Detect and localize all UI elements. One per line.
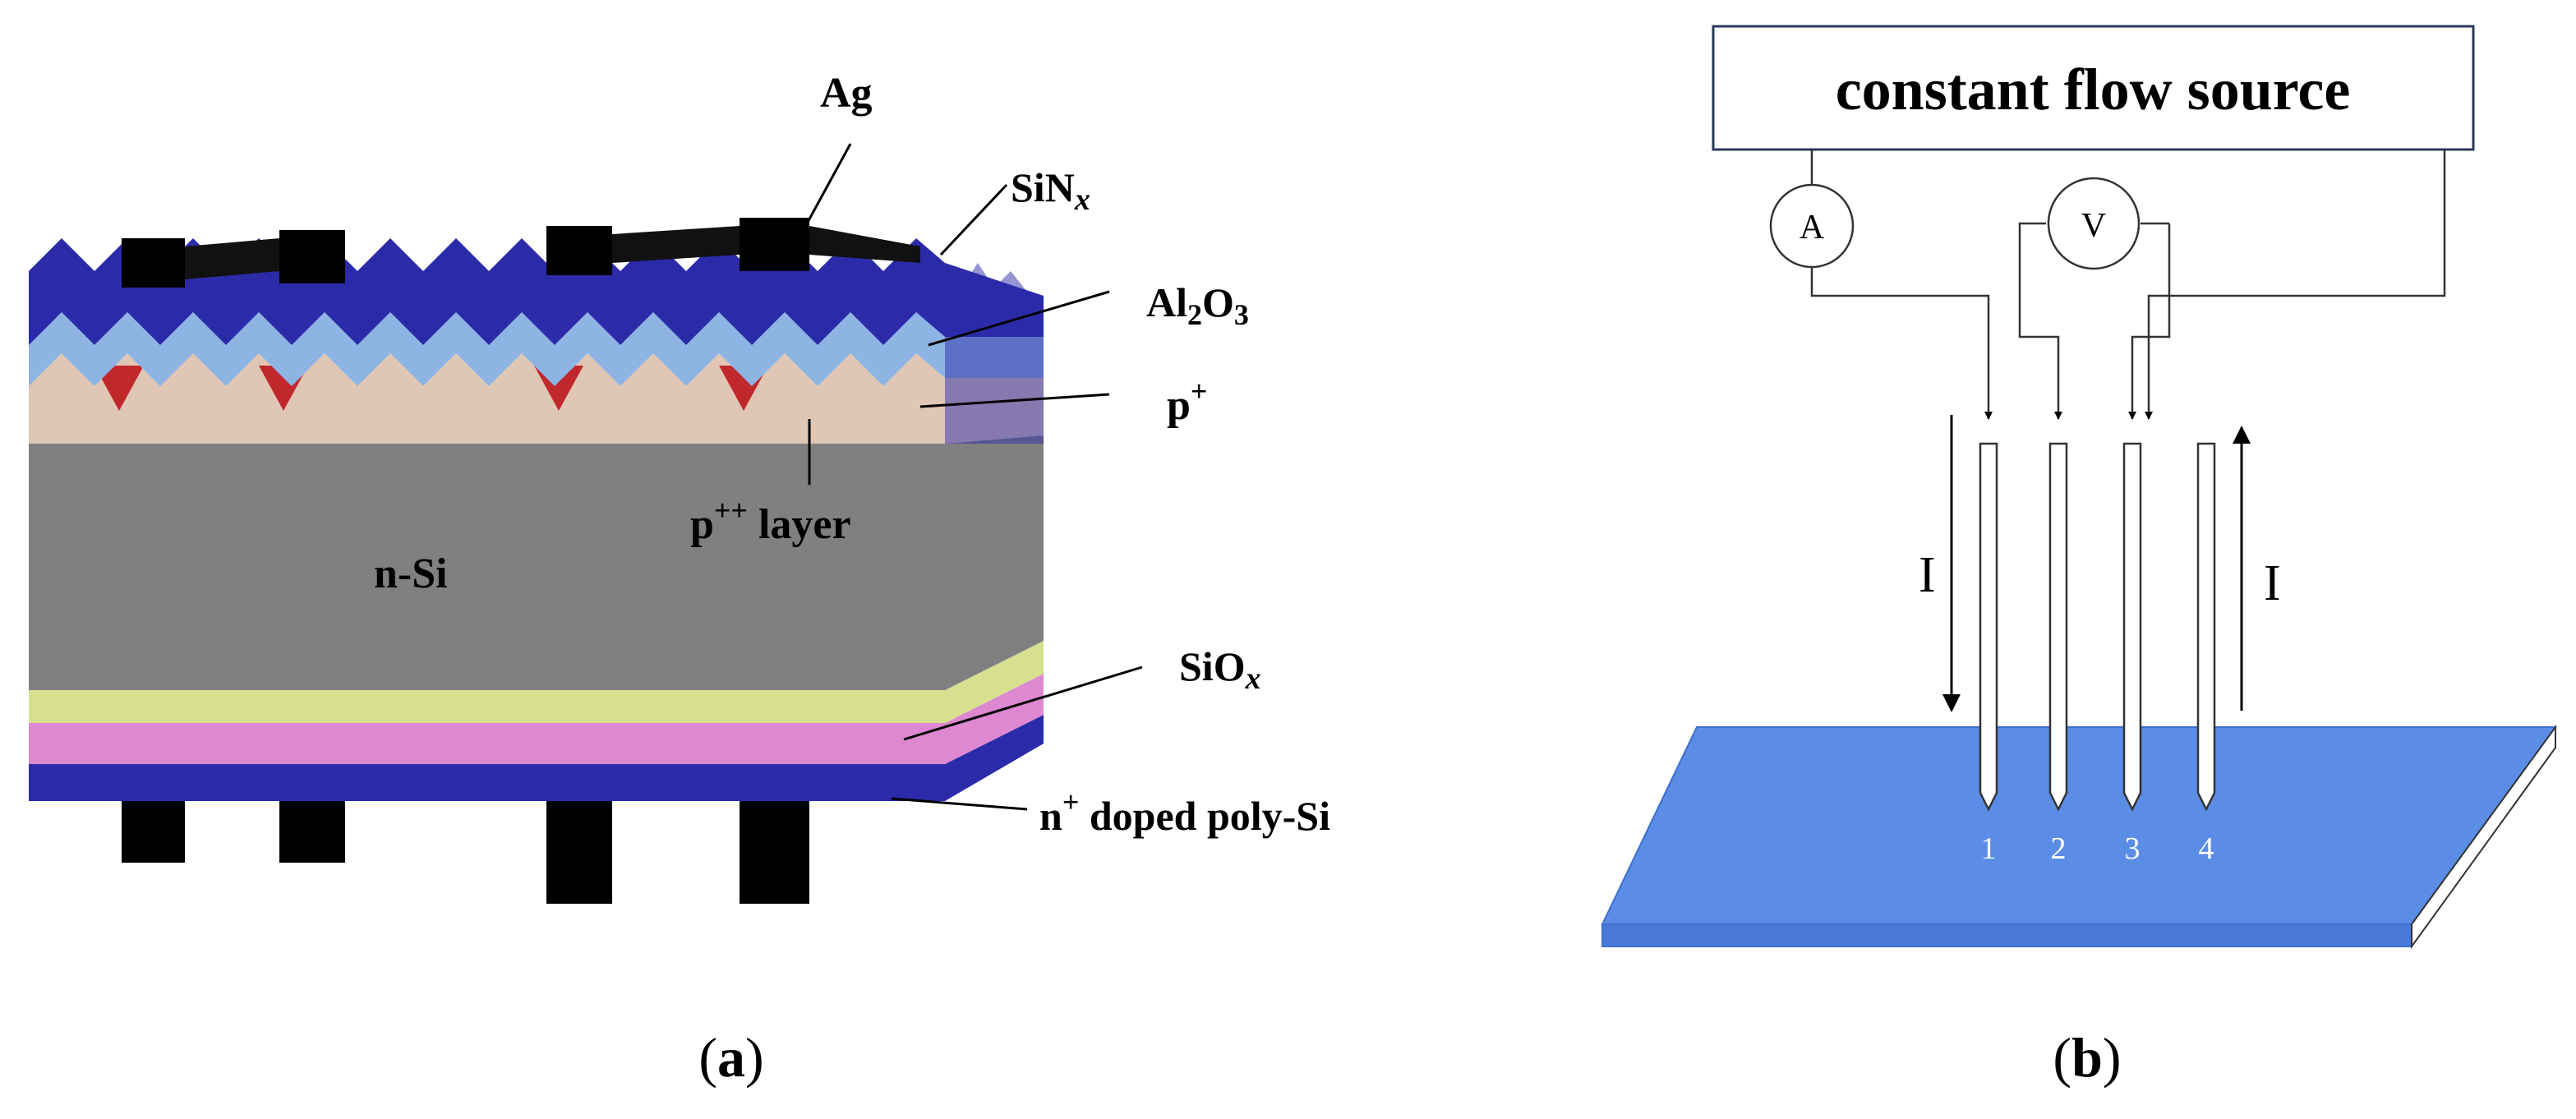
probe-number-1: 1	[1981, 831, 1997, 866]
poly-si-layer	[29, 674, 1044, 764]
p-plus-layer	[29, 353, 1044, 444]
voltmeter-label: V	[2081, 207, 2106, 245]
label-ag: Ag	[820, 70, 873, 117]
label-n-plus-poly-si: n+ doped poly-Si	[1039, 785, 1330, 839]
siox-layer	[29, 641, 1044, 723]
label-sinx: SiNx	[1011, 164, 1090, 217]
ammeter-label: A	[1800, 209, 1825, 246]
label-al2o3: Al2O3	[1146, 279, 1249, 331]
sample-front-edge	[1601, 923, 2412, 947]
panel-a-diagram: Ag SiNx Al2O3 p+ p++ layer n-Si SiOx n+ …	[29, 70, 1330, 904]
sample-top-surface	[1601, 726, 2557, 925]
wiring	[1810, 150, 2446, 420]
probe-1	[1979, 442, 1998, 812]
rear-sinx-layer	[29, 715, 1044, 801]
constant-flow-source-label: constant flow source	[1836, 57, 2351, 122]
n-si-bulk	[29, 435, 1044, 690]
sample-side-edge	[2411, 724, 2556, 950]
al2o3-layer	[29, 312, 1044, 386]
caption-b: (b)	[2053, 1026, 2121, 1089]
probe-number-3: 3	[2125, 831, 2141, 866]
probe-3	[2122, 442, 2142, 812]
probe-4	[2196, 442, 2216, 812]
front-ag-fingers	[122, 218, 920, 288]
constant-flow-source-box	[1712, 25, 2475, 151]
leader-lines	[800, 143, 1143, 811]
label-n-si: n-Si	[374, 550, 448, 597]
panel-b-diagram: constant flow source A V	[1601, 25, 2557, 950]
probe-number-4: 4	[2199, 831, 2214, 866]
side-texture	[945, 263, 1044, 444]
caption-a: (a)	[698, 1026, 763, 1089]
probe-number-2: 2	[2051, 831, 2067, 866]
probes	[1979, 442, 2216, 812]
current-label-right: I	[2264, 555, 2281, 611]
probe-2	[2048, 442, 2068, 812]
ammeter-circle	[1769, 183, 1855, 269]
label-p-plus-plus: p++ layer	[690, 494, 851, 548]
voltmeter-circle	[2047, 177, 2141, 270]
label-p-plus: p+	[1167, 375, 1207, 429]
current-label-left: I	[1919, 547, 1936, 603]
label-siox: SiOx	[1179, 643, 1261, 696]
